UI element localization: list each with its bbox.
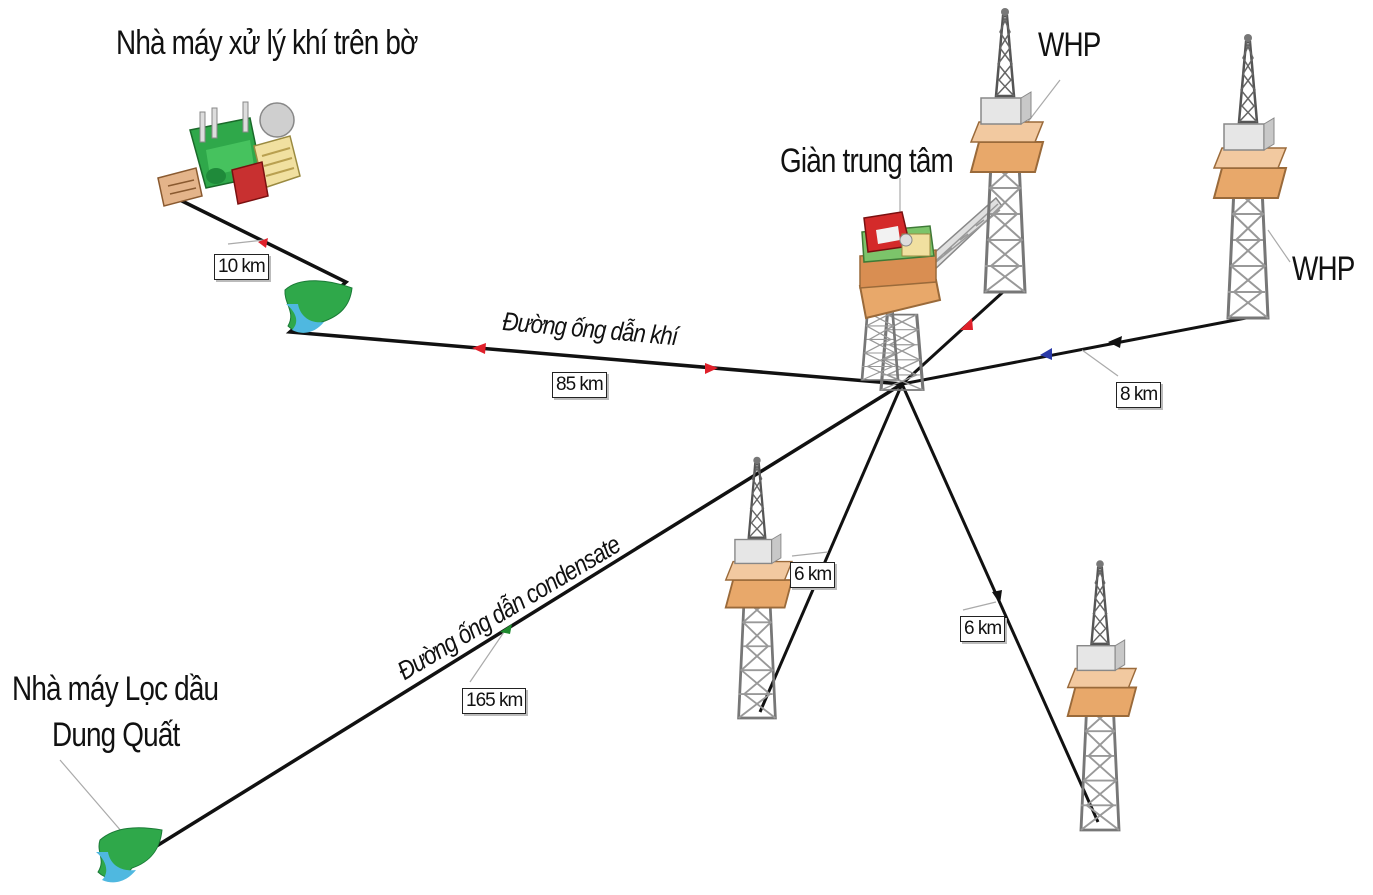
gas-flow-arrow-platform bbox=[960, 318, 973, 330]
wellhead-platform-south bbox=[726, 457, 792, 718]
landfall-icon bbox=[284, 280, 353, 333]
flow-arrows bbox=[258, 238, 1122, 634]
well-flow-arrow-southeast bbox=[992, 590, 1002, 604]
wellhead-right-label: WHP bbox=[1292, 250, 1355, 288]
infield-flowlines bbox=[758, 290, 1247, 823]
wellhead-platform-right bbox=[1214, 34, 1286, 318]
distance-label-east-well: 8 km bbox=[1116, 382, 1162, 408]
gas-flow-arrow-shore bbox=[258, 238, 268, 248]
gas-flow-arrow-east bbox=[705, 363, 718, 374]
distance-label-south-well: 6 km bbox=[790, 562, 836, 588]
gas-flow-arrow-west bbox=[472, 343, 486, 354]
refinery-label-line1: Nhà máy Lọc dầu bbox=[12, 670, 219, 708]
well-flow-arrow-east-2 bbox=[1108, 336, 1122, 348]
distance-label-gas-trunk: 85 km bbox=[552, 372, 607, 398]
distance-label-condensate-trunk: 165 km bbox=[462, 688, 527, 714]
distance-label-southeast-well: 6 km bbox=[960, 616, 1006, 642]
gas-plant-label: Nhà máy xử lý khí trên bờ bbox=[116, 24, 418, 62]
wellhead-platform-southeast bbox=[1068, 560, 1136, 830]
gas-processing-plant-icon bbox=[157, 101, 301, 207]
wellhead-top-label: WHP bbox=[1038, 26, 1101, 64]
central-platform-label: Giàn trung tâm bbox=[780, 142, 954, 180]
central-platform-icon bbox=[858, 196, 1004, 392]
refinery-label-line2: Dung Quất bbox=[52, 716, 180, 754]
well-flow-arrow-east bbox=[1040, 348, 1052, 360]
distance-label-shore: 10 km bbox=[214, 254, 269, 280]
condensate-flow-arrow bbox=[500, 624, 512, 634]
refinery-icon bbox=[96, 827, 163, 883]
wellhead-platform-top bbox=[971, 8, 1043, 292]
